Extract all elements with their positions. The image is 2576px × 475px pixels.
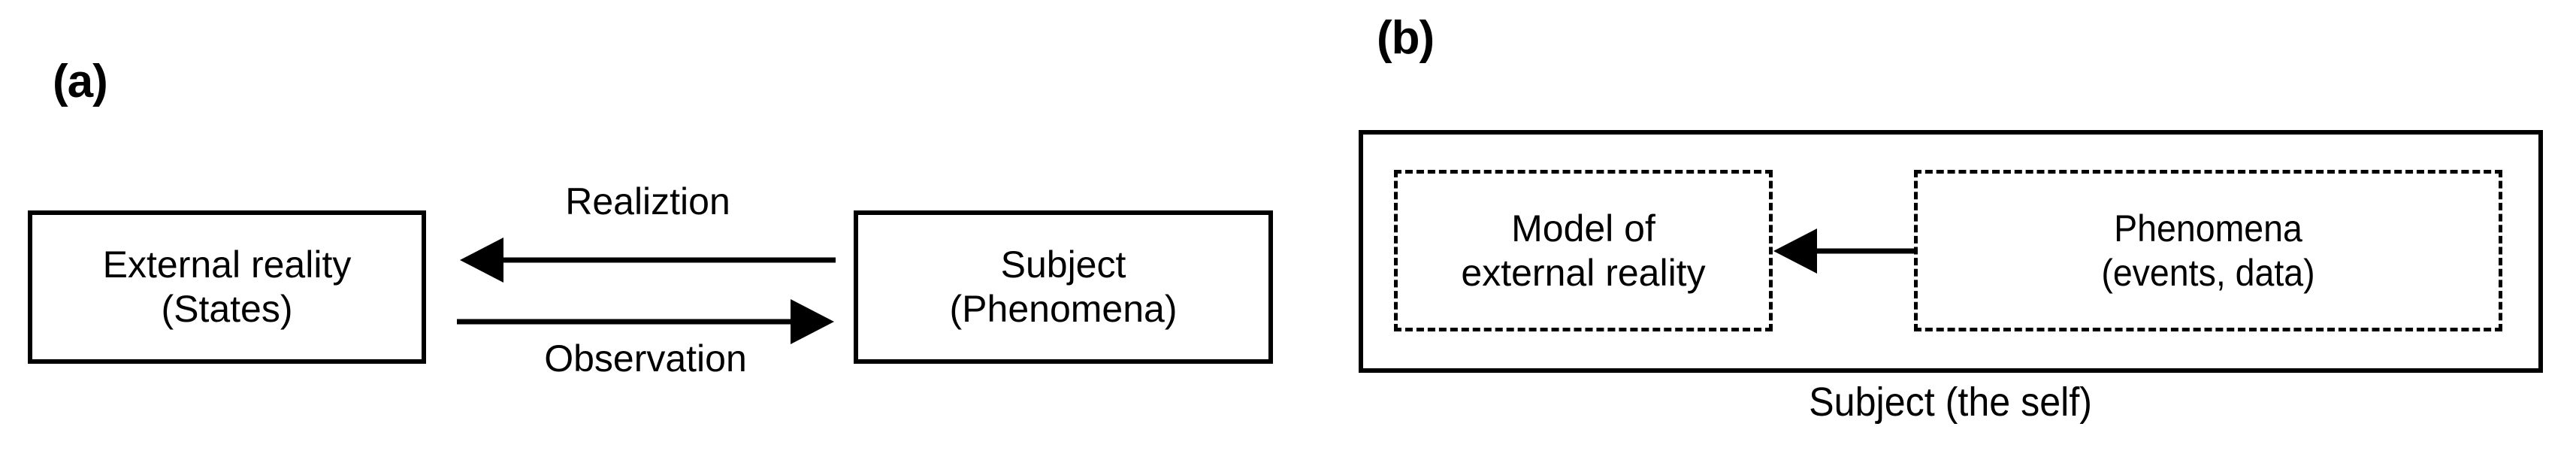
model-of-external-reality-box-text: Model of external reality [1461,207,1706,294]
arrowhead-right-icon [791,299,834,344]
subject-self-caption: Subject (the self) [1359,382,2543,422]
observation-arrow-label: Observation [544,337,747,380]
subject-box-text: Subject (Phenomena) [949,244,1178,330]
phenomena-box-text: Phenomena (events, data) [2101,207,2315,294]
subject-box: Subject (Phenomena) [854,210,1273,364]
external-reality-box: External reality (States) [28,210,426,364]
realization-arrow-label: Realiztion [565,180,730,222]
phenomena-box: Phenomena (events, data) [1914,170,2502,331]
arrow-shaft [457,319,800,325]
panel-a-label: (a) [53,56,108,107]
arrow-shaft [1808,248,1916,254]
model-of-external-reality-box: Model of external reality [1394,170,1773,331]
subject-self-caption-text: Subject (the self) [1809,380,2093,425]
panel-b-label: (b) [1377,12,1435,64]
external-reality-box-text: External reality (States) [102,244,352,330]
arrow-shaft [494,257,836,263]
